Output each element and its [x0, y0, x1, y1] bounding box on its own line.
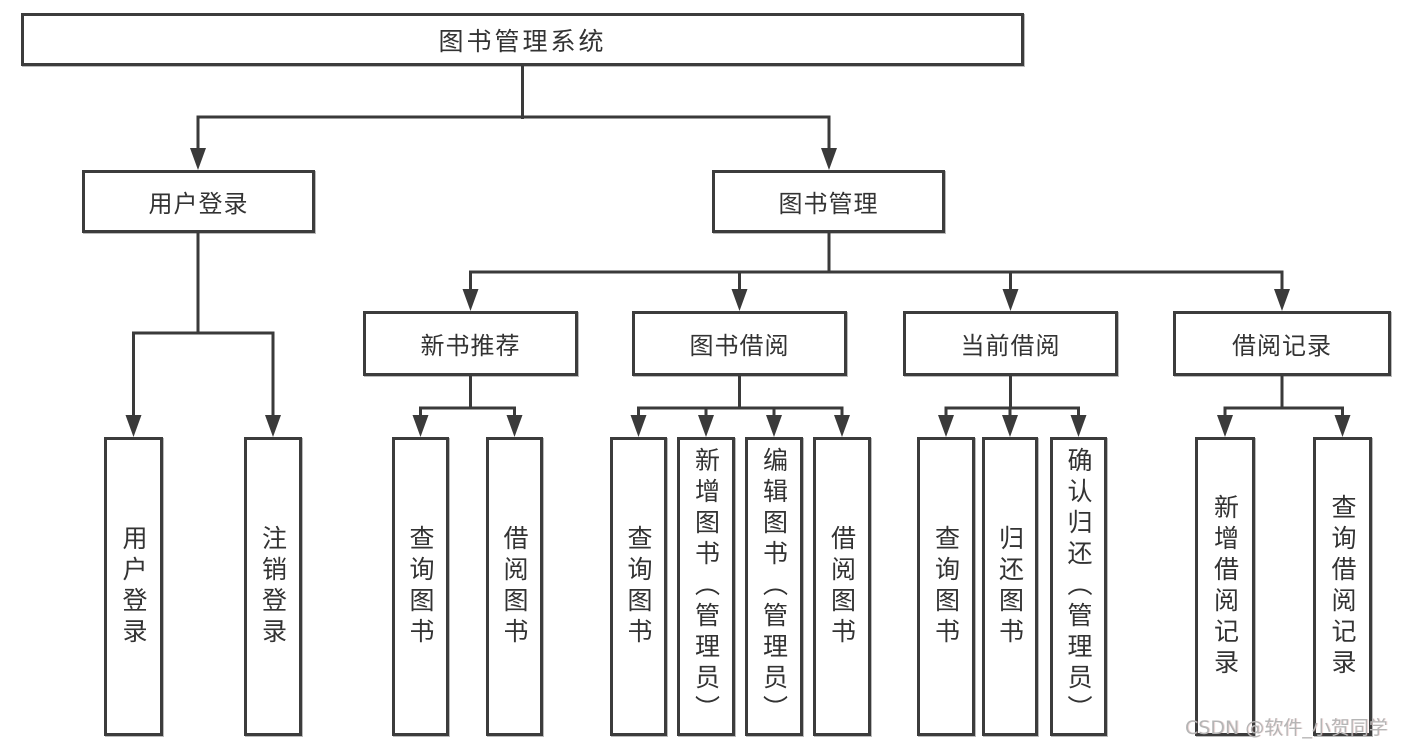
- leaf-recommend-query-book: 查询图书: [392, 437, 449, 736]
- leaf-recommend-borrow-book: 借阅图书: [486, 437, 543, 736]
- leaf-borrow-query-book: 查询图书: [610, 437, 667, 736]
- leaf-borrow-add-book-admin: 新增图书（管理员）: [677, 437, 735, 736]
- leaf-current-return-book: 归还图书: [982, 437, 1038, 736]
- node-borrow-records: 借阅记录: [1173, 311, 1391, 376]
- leaf-borrow-edit-book-admin: 编辑图书（管理员）: [745, 437, 803, 736]
- leaf-borrow-borrow-book: 借阅图书: [813, 437, 871, 736]
- leaf-current-confirm-return-admin: 确认归还（管理员）: [1050, 437, 1107, 736]
- leaf-current-query-book: 查询图书: [917, 437, 975, 736]
- leaf-logout: 注销登录: [244, 437, 302, 736]
- node-book-management: 图书管理: [712, 170, 945, 233]
- leaf-records-query-record: 查询借阅记录: [1313, 437, 1372, 736]
- node-current-borrow: 当前借阅: [903, 311, 1118, 376]
- csdn-watermark: CSDN @软件_小贺同学: [1185, 717, 1388, 739]
- node-new-book-recommend: 新书推荐: [363, 311, 578, 376]
- node-user-login: 用户登录: [82, 170, 315, 233]
- leaf-records-add-record: 新增借阅记录: [1195, 437, 1255, 736]
- node-root: 图书管理系统: [21, 13, 1024, 66]
- node-book-borrow: 图书借阅: [632, 311, 847, 376]
- leaf-user-login: 用户登录: [104, 437, 163, 736]
